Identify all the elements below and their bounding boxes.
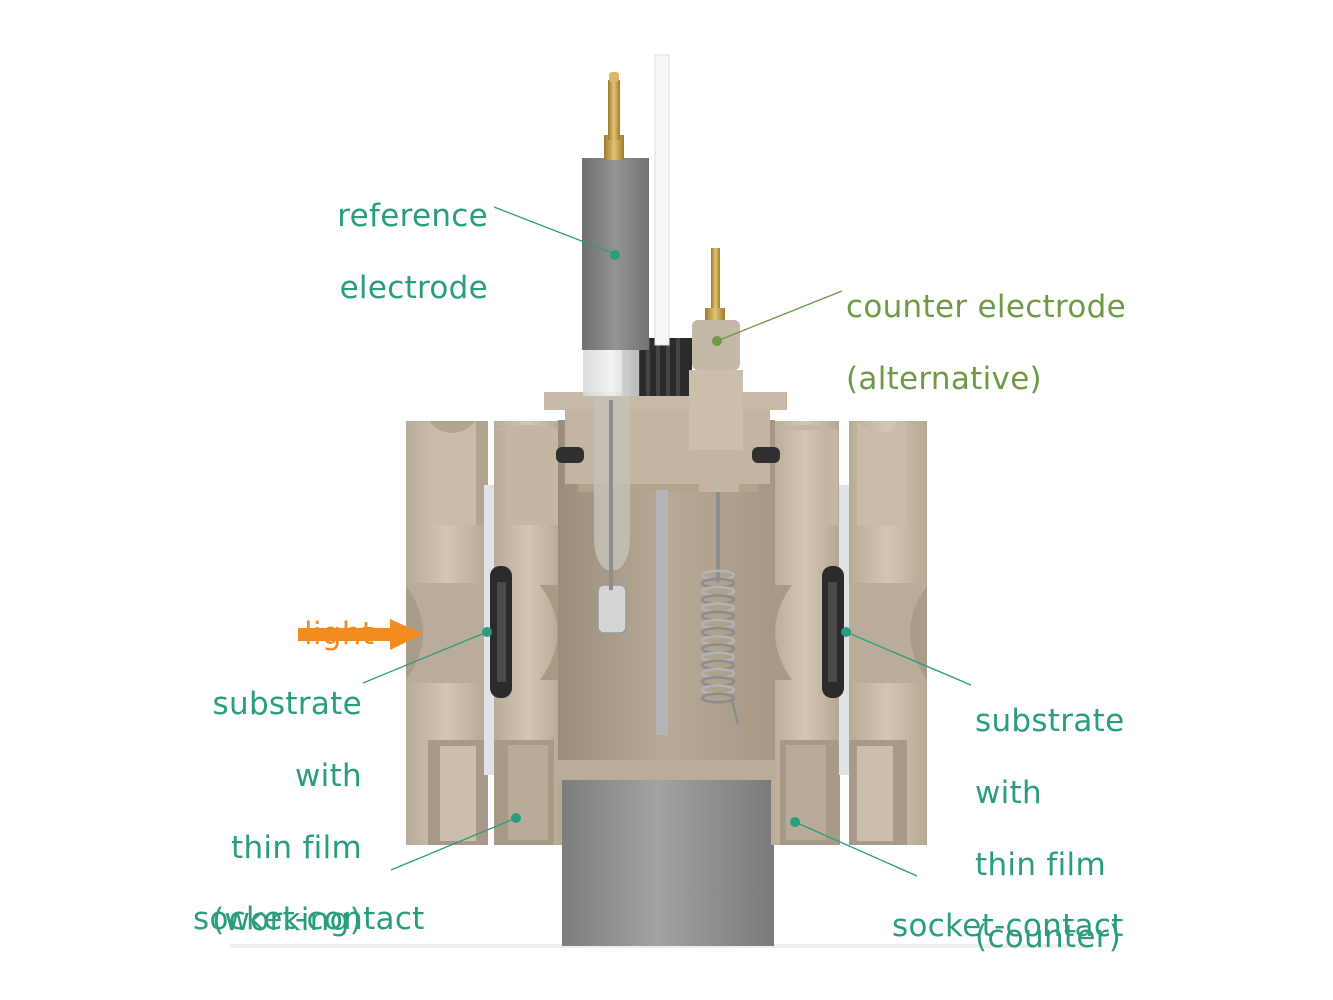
label-socket-contact-left: socket-contact — [193, 865, 425, 973]
label-sc-line2: with — [975, 775, 1042, 811]
leader-counter-alt — [716, 290, 843, 342]
label-reference-electrode: reference electrode — [300, 162, 488, 342]
label-sw-line4: (working) — [212, 902, 362, 938]
label-sc-line1: substrate — [975, 703, 1125, 739]
dot-socket-right — [790, 817, 800, 827]
right-outer-housing — [849, 421, 927, 845]
coil-turn — [700, 692, 736, 704]
label-counter-line2: (alternative) — [846, 361, 1042, 397]
label-light: light — [304, 580, 374, 688]
reference-glass — [583, 348, 639, 634]
label-reference-line1: reference — [337, 198, 488, 234]
leader-socket-left — [390, 817, 517, 871]
label-socket-left-text: socket-contact — [193, 901, 425, 937]
label-sc-line4: (counter) — [975, 919, 1122, 955]
label-sw-line2: with — [295, 758, 362, 794]
coil-spring — [700, 569, 740, 725]
label-light-text: light — [304, 616, 375, 652]
steel-base — [562, 778, 774, 946]
reference-electrode — [582, 72, 649, 350]
dot-counter-alt — [712, 336, 722, 346]
central-rod — [656, 490, 668, 735]
leader-reference — [493, 206, 616, 255]
dot-substrate-counter — [841, 627, 851, 637]
leader-substrate-working — [362, 631, 488, 684]
dot-socket-left — [511, 813, 521, 823]
light-arrow-icon — [298, 619, 423, 650]
label-sw-line1: substrate — [212, 686, 362, 722]
label-substrate-working: substrate with thin film (working) — [150, 650, 362, 974]
left-outer-housing — [406, 421, 488, 845]
label-socket-contact-right: socket-contact — [892, 872, 1124, 980]
right-o-ring — [822, 566, 844, 698]
label-sc-line3: thin film — [975, 847, 1106, 883]
dot-substrate-working — [482, 627, 492, 637]
leader-substrate-counter — [845, 631, 972, 686]
dot-reference — [610, 250, 620, 260]
label-counter-line1: counter electrode — [846, 289, 1126, 325]
label-socket-right-text: socket-contact — [892, 908, 1124, 944]
coil-tail — [730, 699, 740, 725]
label-counter-electrode-alt: counter electrode (alternative) — [846, 253, 1176, 433]
label-sw-line3: thin film — [231, 830, 362, 866]
counter-electrode-alt — [689, 248, 743, 582]
label-reference-line2: electrode — [339, 270, 488, 306]
leader-socket-right — [794, 821, 918, 877]
left-o-ring — [490, 566, 512, 698]
label-substrate-counter: substrate with thin film (counter) — [975, 667, 1175, 991]
white-tube — [654, 54, 670, 346]
leader-lines — [362, 206, 972, 877]
